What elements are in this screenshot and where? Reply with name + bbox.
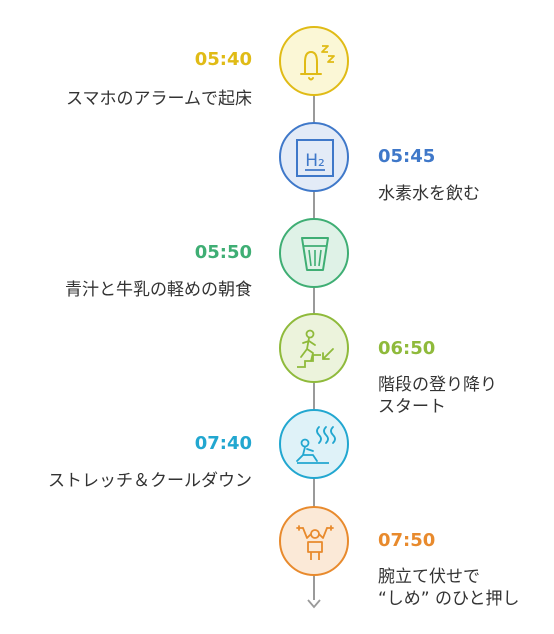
step-5-label: ストレッチ＆クールダウン bbox=[48, 471, 252, 491]
step-3-time: 05:50 bbox=[194, 242, 252, 263]
step-4-label-line-2: スタート bbox=[378, 397, 446, 417]
step-4-time: 06:50 bbox=[378, 338, 436, 359]
step-5-time: 07:40 bbox=[194, 433, 252, 454]
step-6-label: 腕立て伏せで “しめ” のひと押し bbox=[378, 566, 520, 610]
step-1-time: 05:40 bbox=[194, 49, 252, 70]
step-2-time: 05:45 bbox=[378, 146, 436, 167]
step-3-label: 青汁と牛乳の軽めの朝食 bbox=[65, 280, 252, 300]
step-6-label-line-2: “しめ” のひと押し bbox=[378, 589, 520, 609]
step-4-node bbox=[279, 313, 349, 383]
step-3-node bbox=[279, 218, 349, 288]
step-2-node: H₂ bbox=[279, 122, 349, 192]
glass-icon bbox=[301, 237, 329, 271]
step-6-label-line-1: 腕立て伏せで bbox=[378, 567, 480, 587]
step-6-time: 07:50 bbox=[378, 530, 436, 551]
step-1-node bbox=[279, 26, 349, 96]
step-6-node bbox=[279, 506, 349, 576]
alarm-bell-icon bbox=[300, 45, 335, 81]
step-4-label-line-1: 階段の登り降り bbox=[378, 375, 497, 395]
timeline-arrow-icon bbox=[307, 599, 321, 609]
hydrogen-water-icon-text: H₂ bbox=[305, 151, 325, 171]
step-1-label: スマホのアラームで起床 bbox=[66, 89, 252, 109]
hydrogen-water-icon: H₂ bbox=[296, 139, 334, 177]
stairs-icon bbox=[297, 329, 334, 368]
step-2-label: 水素水を飲む bbox=[378, 184, 480, 204]
step-4-label: 階段の登り降り スタート bbox=[378, 374, 497, 418]
step-5-node bbox=[279, 409, 349, 479]
sauna-relax-icon bbox=[296, 426, 336, 464]
pushup-icon bbox=[296, 525, 334, 560]
